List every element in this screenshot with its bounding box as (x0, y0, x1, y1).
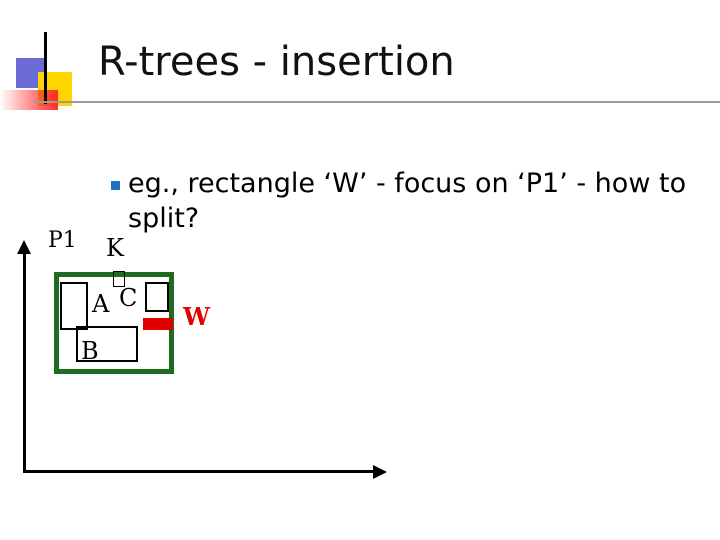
y-axis-arrow-icon (17, 240, 31, 254)
label-b: B (81, 337, 99, 365)
y-axis (23, 250, 26, 472)
bullet-text: eg., rectangle ‘W’ - focus on ‘P1’ - how… (128, 168, 687, 234)
bullet-square-icon (111, 181, 120, 190)
rectangle-b (76, 326, 138, 362)
label-c: C (119, 284, 138, 312)
title-underline (34, 101, 720, 103)
rectangle-c (145, 282, 169, 312)
label-k: K (106, 234, 124, 262)
label-w: W (183, 302, 210, 331)
slide-title: R-trees - insertion (98, 39, 455, 85)
x-axis-arrow-icon (373, 465, 387, 479)
rectangle-a (60, 282, 88, 330)
logo-vertical-line (44, 32, 47, 104)
rectangle-w (143, 318, 173, 330)
x-axis (23, 470, 375, 473)
logo-red-bar (0, 90, 58, 110)
label-p1: P1 (48, 228, 77, 253)
label-a: A (92, 290, 110, 318)
small-rectangle (113, 271, 125, 287)
